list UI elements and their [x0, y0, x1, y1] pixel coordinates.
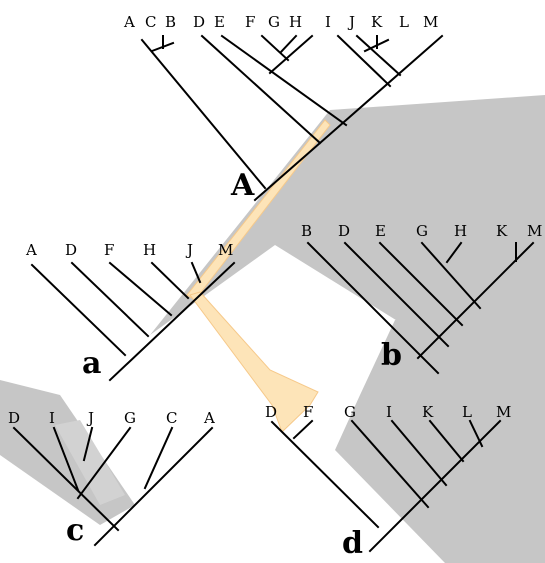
tree-a-tips: A D F H J M [25, 241, 233, 259]
tree-b-tip-5: H [454, 222, 467, 240]
tree-c-tip-6: A [203, 409, 215, 427]
tree-b-tip-6: K [496, 222, 508, 240]
shadow-band-left [0, 380, 135, 525]
tree-a-tip-2: D [65, 241, 77, 259]
tree-A-tip-1: A [123, 13, 135, 31]
tree-a-tip-1: A [25, 241, 37, 259]
tree-b-tip-2: D [338, 222, 350, 240]
tree-d-tip-1: D [265, 403, 277, 421]
tree-b-tips: B D E G H K M [301, 222, 542, 240]
tree-A-label: A [230, 168, 255, 203]
tree-a-tip-5: J [185, 241, 193, 259]
tree-d-tip-2: F [303, 403, 313, 421]
tree-b-tip-1: B [301, 222, 312, 240]
tree-a-tip-6: M [218, 241, 233, 259]
tree-c-tip-1: D [8, 409, 20, 427]
tree-A-tips: A C B D E F G H I J K L M [123, 13, 438, 31]
tree-a-tip-4: H [143, 241, 156, 259]
tree-A-tip-5: E [214, 13, 225, 31]
tree-A-tip-10: J [347, 13, 355, 31]
tree-d-tip-3: G [344, 403, 356, 421]
tree-A-tip-4: D [193, 13, 205, 31]
tree-A-tip-8: H [289, 13, 302, 31]
tree-A-tip-12: L [399, 13, 409, 31]
tree-A-tip-3: B [165, 13, 176, 31]
tree-b-tip-4: G [416, 222, 428, 240]
tree-A-tip-13: M [423, 13, 438, 31]
tree-c-tip-4: G [124, 409, 136, 427]
tree-a-tip-3: F [104, 241, 114, 259]
shadow-band-lower [335, 320, 545, 563]
tree-d-tip-4: I [386, 403, 392, 421]
tree-c-tip-5: C [166, 409, 177, 427]
tree-d-tip-7: M [496, 403, 511, 421]
tree-A-tip-7: G [268, 13, 280, 31]
tree-b-label: b [381, 338, 402, 373]
tree-A-tip-11: K [371, 13, 383, 31]
tree-b-tip-7: M [527, 222, 542, 240]
tree-A-tip-9: I [325, 13, 331, 31]
tree-b-tip-3: E [375, 222, 386, 240]
tree-d-tip-5: K [422, 403, 434, 421]
tree-d-label: d [342, 526, 363, 561]
tree-c-tip-3: J [86, 409, 94, 427]
tree-d-tip-6: L [462, 403, 472, 421]
tree-a-label: a [82, 346, 101, 381]
tree-A-tip-2: C [145, 13, 156, 31]
tree-c-label: c [66, 513, 84, 548]
tree-c-tip-2: I [49, 409, 55, 427]
tree-A-tip-6: F [245, 13, 255, 31]
